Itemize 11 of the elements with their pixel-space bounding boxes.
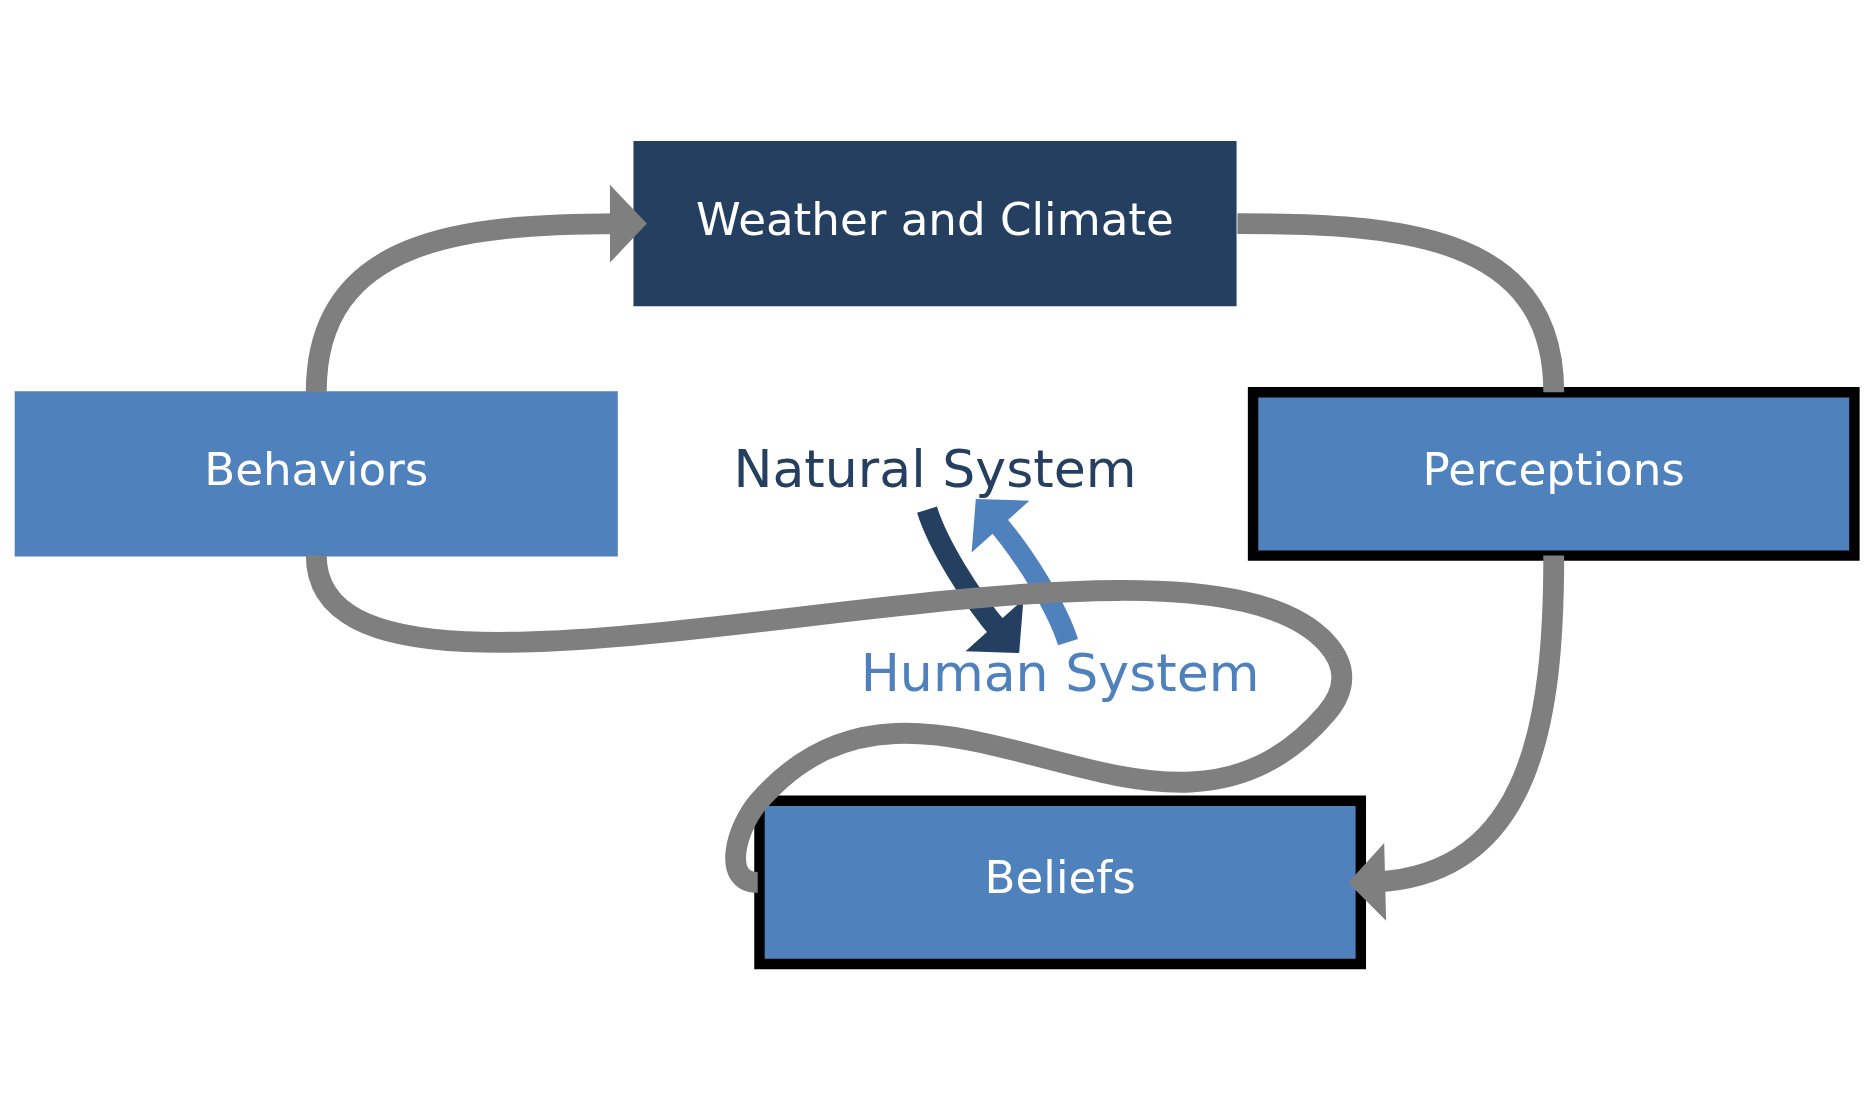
arrow [917, 506, 1024, 653]
arrow [305, 184, 647, 394]
arrow [971, 498, 1078, 646]
node-box: Weather and Climate [633, 141, 1237, 307]
node-text: Human System [860, 643, 1260, 704]
node-box: Perceptions [1247, 387, 1860, 561]
arrow [1348, 555, 1565, 921]
node-text: Natural System [733, 438, 1137, 499]
node-box: Beliefs [754, 795, 1367, 970]
connector [1237, 213, 1565, 394]
node-box: Behaviors [14, 391, 618, 557]
